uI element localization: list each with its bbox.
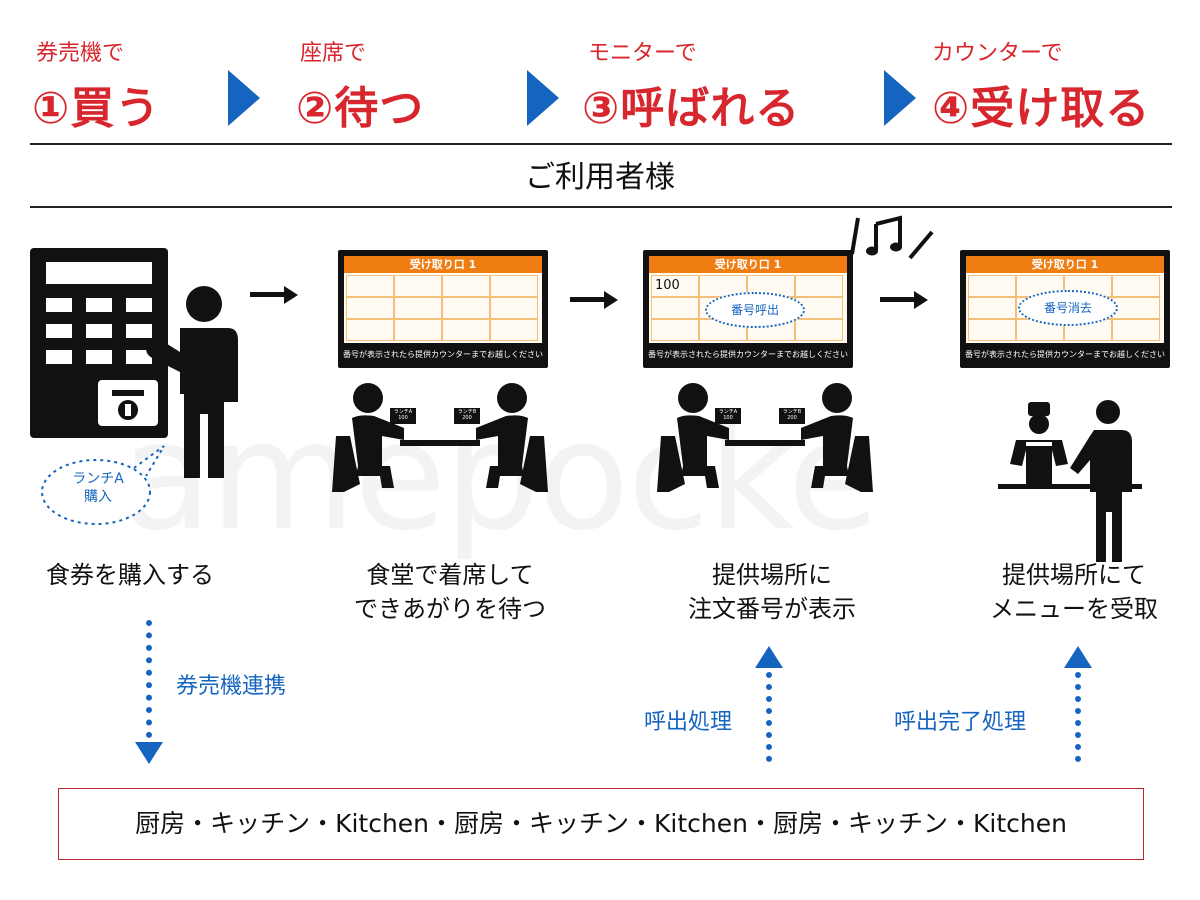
flow-arrow-3-head <box>914 290 928 309</box>
step-2-subtitle: 座席で <box>300 41 367 66</box>
table-card-a: ランチA 100 <box>393 409 413 421</box>
caption-wait-line-1: 食堂で着席して <box>366 561 534 589</box>
monitor-header: 受け取り口 1 <box>649 256 847 273</box>
caption-purchase-line-1: 食券を購入する <box>46 561 214 589</box>
purchase-speech-bubble <box>41 445 165 525</box>
monitor-footer: 番号が表示されたら提供カウンターまでお越しください <box>343 350 543 359</box>
users-section-title: ご利用者様 <box>525 160 675 195</box>
step-arrow-icon <box>228 70 260 126</box>
monitor-header: 受け取り口 1 <box>344 256 542 273</box>
purchase-bubble-text: ランチA 購入 <box>58 470 138 506</box>
step-3-title: ③呼ばれる <box>582 83 801 134</box>
clear-number-bubble: 番号消去 <box>1018 290 1118 326</box>
divider-bottom <box>30 206 1172 208</box>
step-2-title: ②待つ <box>296 83 425 134</box>
monitor-footer: 番号が表示されたら提供カウンターまでお越しください <box>965 350 1165 359</box>
call-number-bubble: 番号呼出 <box>705 292 805 328</box>
caption-wait-line-2: できあがりを待つ <box>354 595 546 623</box>
flow-arrow-3 <box>880 297 916 302</box>
caption-display-line-1: 提供場所に <box>712 561 832 589</box>
step-arrow-icon <box>527 70 559 126</box>
monitor-header: 受け取り口 1 <box>966 256 1164 273</box>
call-process-label: 呼出処理 <box>644 710 733 735</box>
purchase-bubble-line-2: 購入 <box>84 489 112 505</box>
caption-display-line-2: 注文番号が表示 <box>688 595 856 623</box>
monitor-display-waiting: 受け取り口 1 番号が表示されたら提供カウンターまでお越しください <box>338 250 548 368</box>
caption-wait: 食堂で着席して できあがりを待つ <box>330 558 570 626</box>
step-3-subtitle: モニターで <box>588 41 697 66</box>
monitor-grid <box>344 273 542 343</box>
ticket-machine-icon <box>30 248 168 438</box>
table-card-a: ランチA 100 <box>718 409 738 421</box>
complete-process-label: 呼出完了処理 <box>894 710 1027 735</box>
arrow-up-icon <box>1064 646 1092 668</box>
arrow-up-icon <box>755 646 783 668</box>
seated-diners-icon <box>332 383 548 492</box>
seated-diners-icon <box>657 383 873 492</box>
ticket-link-dotted-line <box>146 620 158 738</box>
caption-receive-line-2: メニューを受取 <box>990 595 1158 623</box>
flow-arrow-2 <box>570 297 606 302</box>
table-card-b: ランチB 200 <box>457 409 477 421</box>
ticket-link-label: 券売機連携 <box>176 674 287 699</box>
step-4-title: ④受け取る <box>932 83 1151 134</box>
customer-person-icon <box>146 286 238 478</box>
monitor-display-calling: 受け取り口 1 100 番号呼出 番号が表示されたら提供カウンターまでお越しくだ… <box>643 250 853 368</box>
complete-link-dotted-line <box>1075 672 1087 762</box>
monitor-display-cleared: 受け取り口 1 番号消去 番号が表示されたら提供カウンターまでお越しください <box>960 250 1170 368</box>
step-1-subtitle: 券売機で <box>36 41 125 66</box>
step-4-subtitle: カウンターで <box>932 41 1063 66</box>
called-number: 100 <box>655 278 680 293</box>
counter-pickup-icon <box>998 400 1142 562</box>
flow-arrow-2-head <box>604 290 618 309</box>
flow-arrow-1-head <box>284 285 298 304</box>
flow-arrow-1 <box>250 292 286 297</box>
music-note-icon <box>850 215 934 260</box>
caption-receive-line-1: 提供場所にて <box>1002 561 1146 589</box>
caption-receive: 提供場所にて メニューを受取 <box>964 558 1184 626</box>
divider-top <box>30 143 1172 145</box>
kitchen-box: 厨房・キッチン・Kitchen・厨房・キッチン・Kitchen・厨房・キッチン・… <box>58 788 1144 860</box>
arrow-down-icon <box>135 742 163 764</box>
monitor-footer: 番号が表示されたら提供カウンターまでお越しください <box>648 350 848 359</box>
step-arrow-icon <box>884 70 916 126</box>
caption-purchase: 食券を購入する <box>30 558 230 592</box>
table-card-b: ランチB 200 <box>782 409 802 421</box>
purchase-bubble-line-1: ランチA <box>72 471 124 487</box>
caption-display: 提供場所に 注文番号が表示 <box>652 558 892 626</box>
call-link-dotted-line <box>766 672 778 762</box>
step-1-title: ①買う <box>32 83 161 134</box>
